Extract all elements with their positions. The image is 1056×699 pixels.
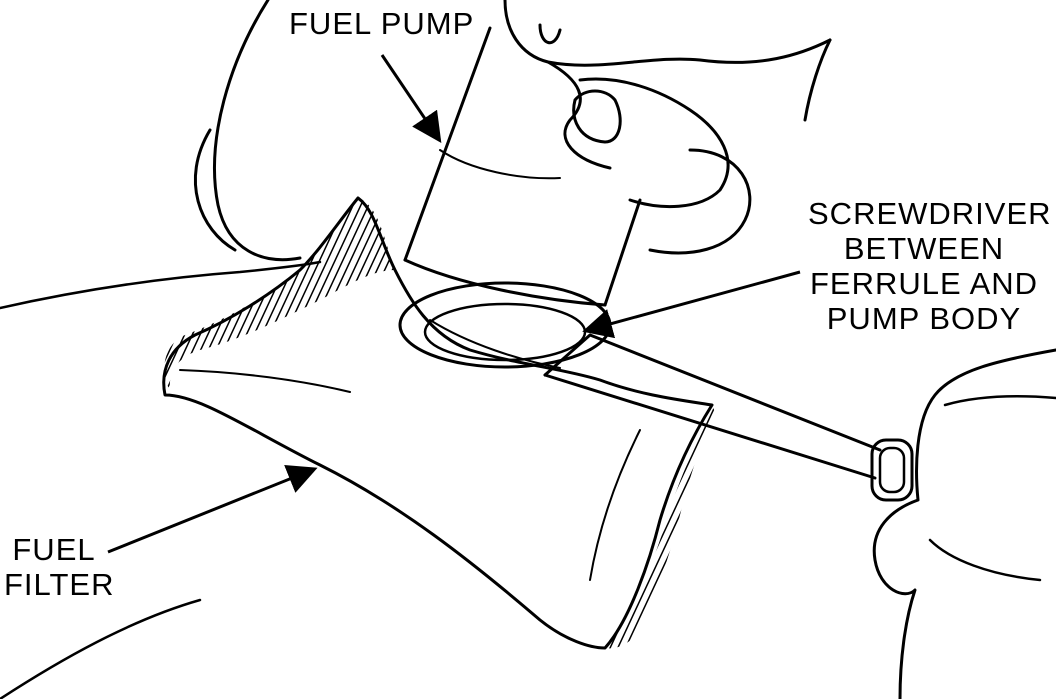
screwdriver-label: SCREWDRIVER BETWEEN FERRULE AND PUMP BOD… bbox=[808, 196, 1052, 336]
screwdriver-label-line-4: PUMP BODY bbox=[826, 301, 1022, 336]
upper-hand-illustration bbox=[193, 0, 832, 262]
screwdriver-label-line-2: BETWEEN bbox=[843, 231, 1005, 266]
callout-leaders bbox=[107, 54, 801, 554]
fuel-filter-sock bbox=[162, 196, 715, 650]
background-lines bbox=[0, 260, 322, 699]
screwdriver-leader bbox=[582, 270, 801, 339]
fuel-filter-label-line-1: FUEL bbox=[12, 532, 96, 567]
fuel-filter-label-line-2: FILTER bbox=[4, 567, 115, 602]
lower-hand-illustration bbox=[872, 348, 1056, 699]
fuel-pump-leader bbox=[380, 54, 442, 143]
screwdriver-label-line-3: FERRULE AND bbox=[809, 266, 1039, 301]
screwdriver bbox=[543, 333, 914, 502]
fuel-filter-leader bbox=[107, 465, 318, 554]
fuel-filter-label: FUEL FILTER bbox=[4, 532, 115, 602]
screwdriver-label-line-1: SCREWDRIVER bbox=[808, 196, 1052, 231]
fuel-pump-label: FUEL PUMP bbox=[289, 6, 475, 41]
fuel-pump-body bbox=[403, 26, 642, 307]
